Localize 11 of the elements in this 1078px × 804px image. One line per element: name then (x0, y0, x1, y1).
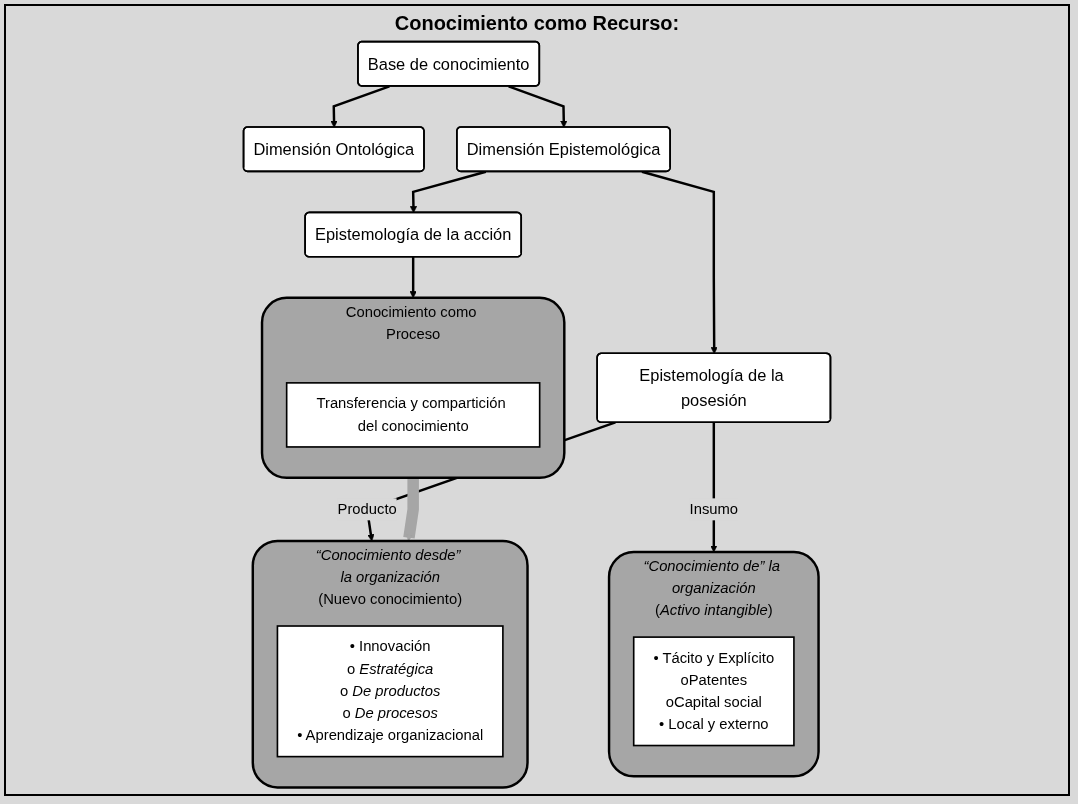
arrow (508, 85, 568, 128)
arrow (409, 170, 487, 214)
edge-label: Insumo (689, 500, 739, 518)
node-box: • Innovación o Estratégica o De productos o De procesos • Aprendizaje organizacional (276, 625, 504, 758)
node-box: • Tácito y Explícito oPatentes oCapital social • Local y externo (632, 636, 795, 747)
arrow (330, 85, 390, 128)
edge-label: Producto (337, 500, 397, 518)
arrow (641, 170, 718, 355)
arrow (403, 477, 419, 542)
node-box: Transferencia y compartición del conocimiento (285, 382, 541, 448)
section-heading: Conocimiento como Recurso: (394, 12, 680, 35)
